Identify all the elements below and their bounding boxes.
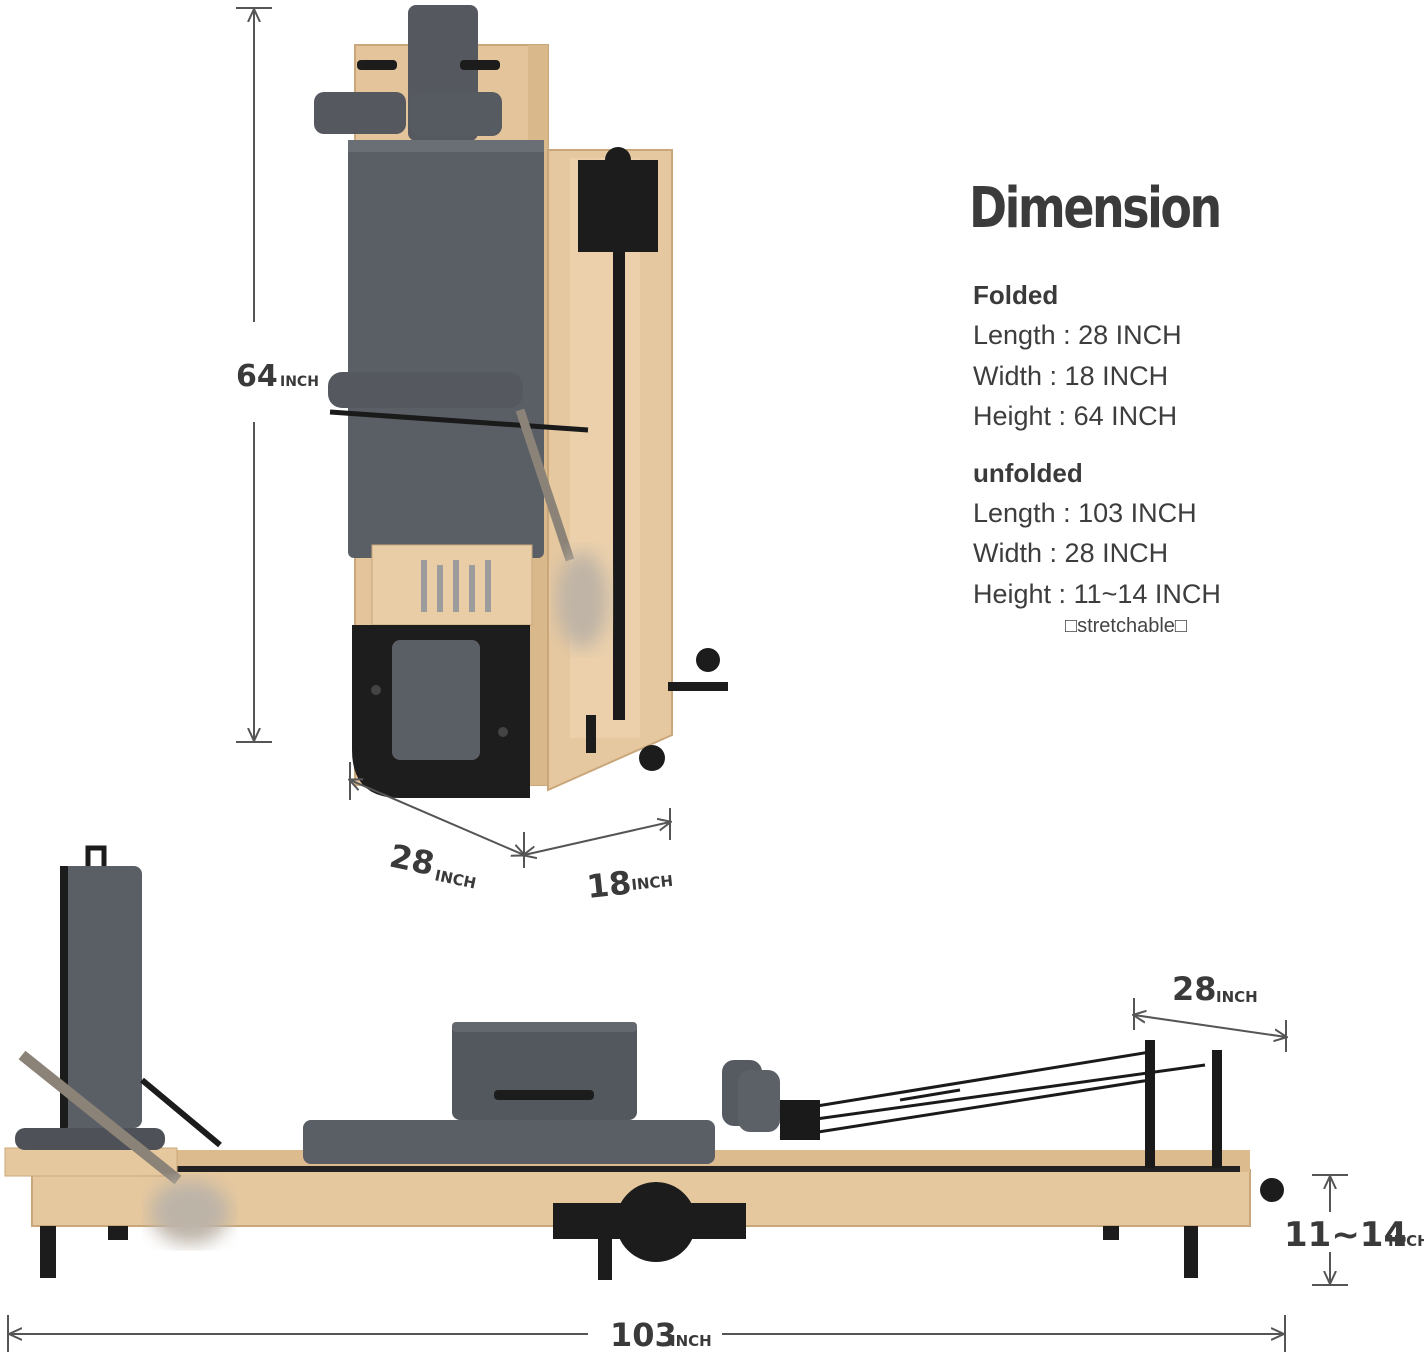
row-value: 18 INCH <box>1064 361 1169 391</box>
dimension-lines <box>7 7 1348 1352</box>
unfolded-height-value: 11~14 <box>1284 1215 1407 1255</box>
row-value: 28 INCH <box>1064 538 1169 568</box>
unfolded-width-value: 28 <box>1172 970 1217 1008</box>
row-label: Height <box>973 401 1052 431</box>
row-label: Length <box>973 320 1056 350</box>
unfolded-width-unit: INCH <box>1216 988 1258 1006</box>
unfolded-length-row: Length : 103 INCH <box>973 498 1197 528</box>
row-value: 28 INCH <box>1078 320 1182 350</box>
unfolded-reformer <box>4 845 1284 1280</box>
unfolded-length-value: 103 <box>610 1316 677 1354</box>
row-label: Length <box>973 498 1056 528</box>
card-title: Dimension <box>969 176 1222 241</box>
folded-reformer <box>314 5 728 798</box>
folded-length-unit: INCH <box>433 866 478 892</box>
row-label: Width <box>973 538 1043 568</box>
folded-width-unit: INCH <box>631 872 674 894</box>
row-value: 64 INCH <box>1073 401 1178 431</box>
folded-length-value: 28 <box>386 837 437 883</box>
unfolded-height-unit: INCH <box>1388 1232 1424 1250</box>
folded-width-row: Width : 18 INCH <box>973 361 1169 391</box>
stretchable-note: □stretchable□ <box>1065 615 1187 637</box>
folded-heading: Folded <box>973 280 1059 310</box>
folded-height-value: 64 <box>236 359 278 394</box>
unfolded-length-unit: INCH <box>670 1332 712 1350</box>
folded-height-unit: INCH <box>280 374 319 390</box>
folded-width-value: 18 <box>585 864 633 906</box>
unfolded-height-row: Height : 11~14 INCH <box>973 579 1221 609</box>
row-value: 103 INCH <box>1078 498 1197 528</box>
dimension-card: Dimension Folded Length : 28 INCH Width … <box>913 138 1291 703</box>
folded-height-row: Height : 64 INCH <box>973 401 1178 431</box>
row-label: Height <box>973 579 1052 609</box>
row-value: 11~14 INCH <box>1073 579 1221 609</box>
folded-length-row: Length : 28 INCH <box>973 320 1182 350</box>
row-label: Width <box>973 361 1043 391</box>
unfolded-heading: unfolded <box>973 458 1083 488</box>
unfolded-width-row: Width : 28 INCH <box>973 538 1169 568</box>
